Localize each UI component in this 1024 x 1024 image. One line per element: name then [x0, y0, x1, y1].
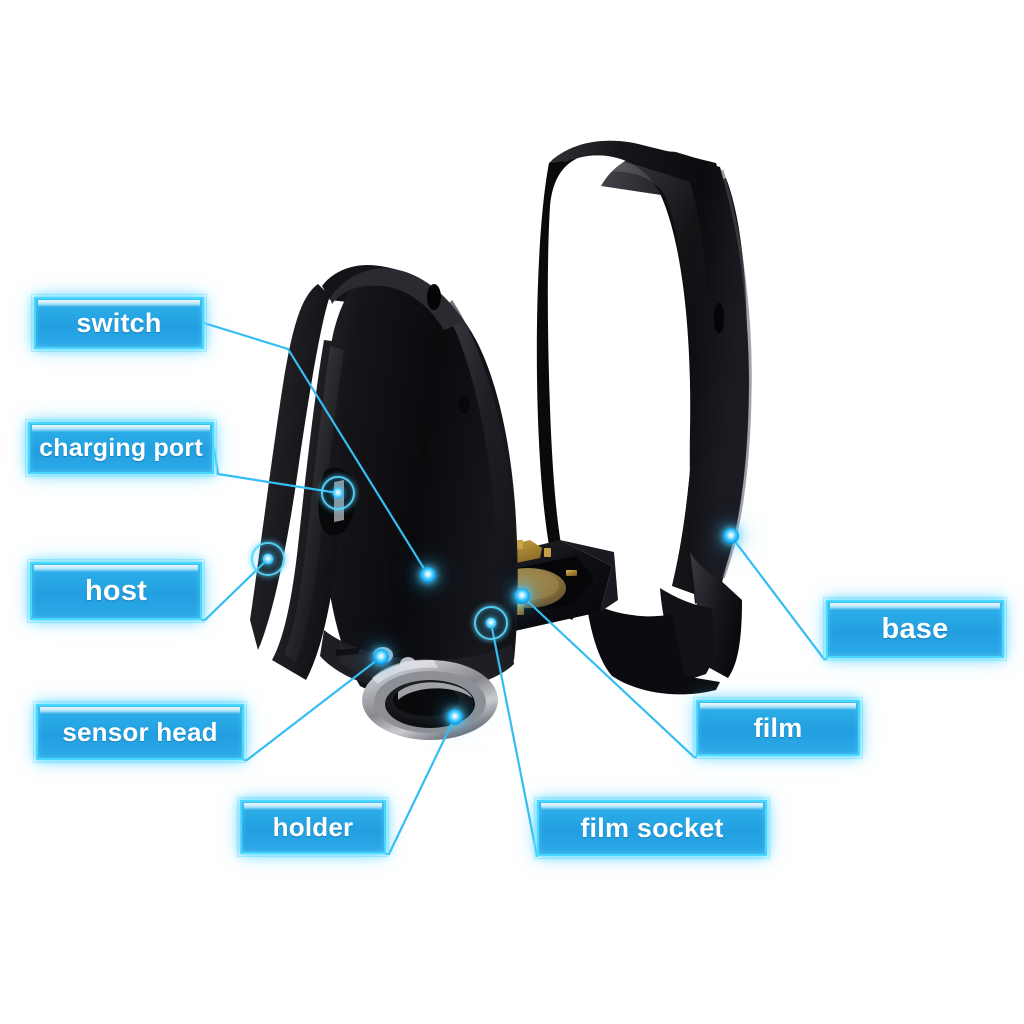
callout-label-film[interactable]: film: [693, 697, 863, 759]
host-mic-hole: [427, 284, 441, 310]
callout-label-film-socket[interactable]: film socket: [534, 797, 770, 859]
socket-block: [560, 540, 618, 612]
base-cover-inner-edge: [536, 158, 578, 568]
base-sheen: [566, 161, 710, 348]
callout-label-base-text: base: [881, 612, 949, 645]
host-shell: [250, 264, 518, 701]
callout-label-charging-port-text: charging port: [39, 433, 203, 462]
host-small-slit: [422, 443, 428, 457]
sensor-head-assembly: [362, 659, 498, 740]
sensor-lens-glint: [398, 682, 472, 700]
host-top-spine: [330, 268, 464, 330]
host-right-bevel: [444, 300, 516, 664]
callout-label-sensor-head-text: sensor head: [62, 716, 218, 747]
socket-pin-top: [544, 548, 551, 557]
charging-port-connector: [334, 480, 344, 522]
callout-label-switch[interactable]: switch: [31, 294, 207, 352]
callout-label-charging-port[interactable]: charging port: [25, 419, 217, 477]
base-edge-highlight: [720, 169, 752, 579]
base-vent-slot: [714, 303, 724, 333]
callout-label-film-text: film: [753, 712, 803, 743]
socket-pin-right: [566, 570, 577, 576]
callout-label-base[interactable]: base: [823, 597, 1007, 661]
callout-label-host-text: host: [84, 574, 147, 607]
sensor-ring-highlight: [372, 659, 438, 684]
callout-label-holder[interactable]: holder: [237, 797, 389, 857]
host-vent-line: [336, 648, 360, 656]
callout-label-host[interactable]: host: [27, 559, 205, 623]
callout-label-sensor-head[interactable]: sensor head: [33, 701, 247, 763]
indicator-light-1: [373, 647, 393, 663]
callout-label-switch-text: switch: [76, 307, 162, 338]
callout-label-film-socket-text: film socket: [580, 812, 724, 843]
callout-label-holder-text: holder: [272, 811, 354, 842]
base-shell: [536, 140, 752, 695]
host-screw-hole: [458, 396, 470, 414]
